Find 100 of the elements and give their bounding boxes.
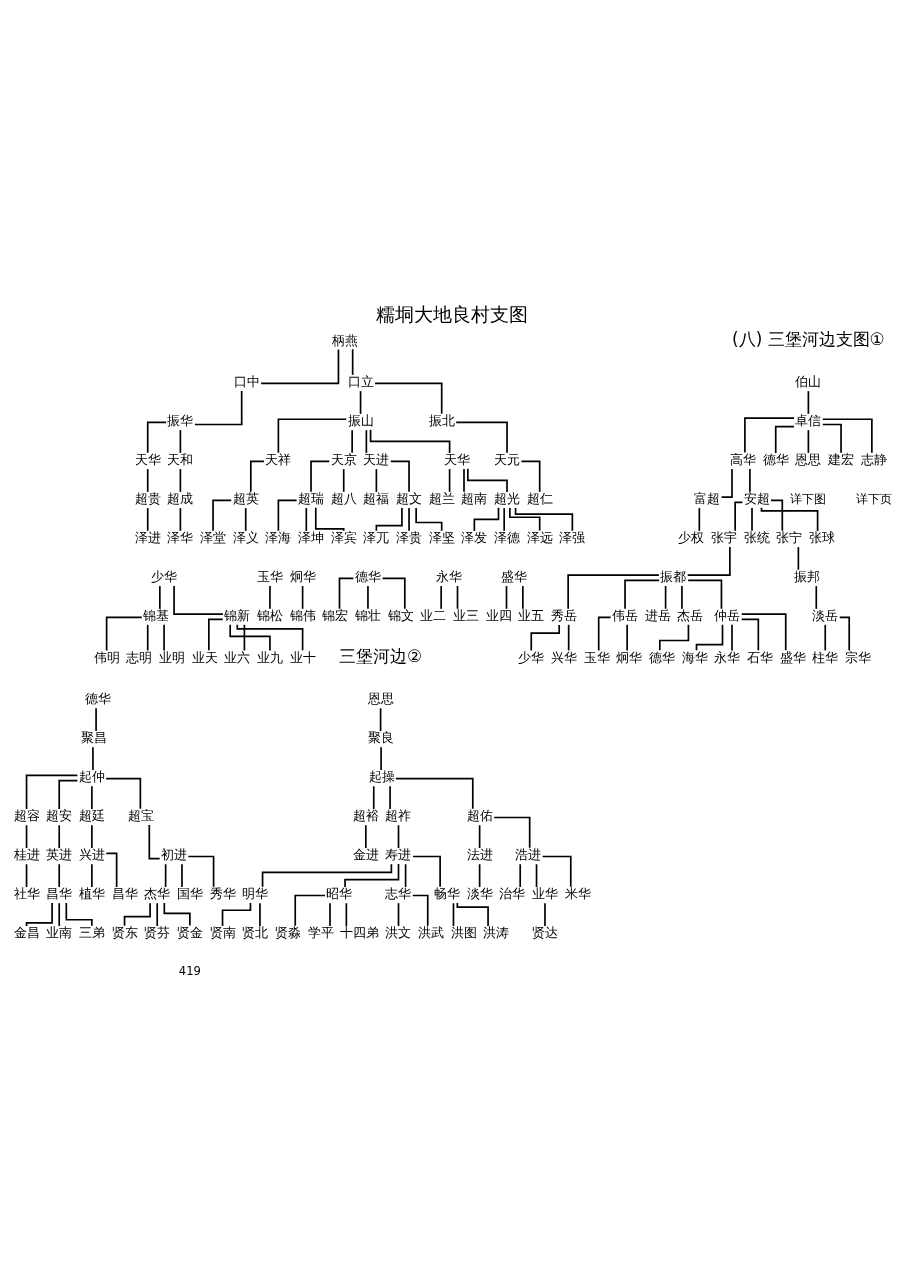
connector <box>105 852 118 888</box>
node-text: 泽兀 <box>363 529 390 545</box>
node-text: 富超 <box>694 490 721 506</box>
node-text: 永华 <box>714 649 741 665</box>
node-text: 张宇 <box>711 529 738 545</box>
node-text: 十四弟 <box>340 924 380 940</box>
connector <box>342 467 345 493</box>
node-text: 锦文 <box>387 607 414 623</box>
node-text: 昌华 <box>111 885 138 901</box>
connector <box>664 584 667 610</box>
node-text: 振北 <box>428 412 455 428</box>
node-text: 少华 <box>518 649 545 665</box>
connector <box>744 416 795 453</box>
connector <box>452 901 455 927</box>
node-text: 业九 <box>256 649 283 665</box>
node-text: 贤达 <box>531 924 558 940</box>
node-text: 泽坤 <box>298 529 325 545</box>
node-text: 洪涛 <box>483 924 510 940</box>
node-text: 泽坚 <box>428 529 455 545</box>
node-text: 学平 <box>307 924 334 940</box>
node-text: 起操 <box>368 768 395 784</box>
connector <box>229 623 271 651</box>
node-text: 泽华 <box>167 529 194 545</box>
connector <box>397 823 400 849</box>
node-text: 泽德 <box>494 529 521 545</box>
node-text: 超宝 <box>128 807 155 823</box>
node-text: 锦宏 <box>322 607 349 623</box>
node-text: 兴进 <box>78 846 105 862</box>
node-text: 志明 <box>126 649 153 665</box>
connector <box>345 901 348 927</box>
node-text: 泽宾 <box>330 529 357 545</box>
node-text: 振都 <box>660 568 687 584</box>
connector <box>105 777 142 810</box>
node-text: 洪文 <box>385 924 412 940</box>
node-text: 明华 <box>242 885 269 901</box>
node-text: 超英 <box>232 490 259 506</box>
connector <box>91 784 93 810</box>
connector <box>695 623 724 651</box>
node-text: 泽义 <box>232 529 259 545</box>
connector <box>58 862 61 888</box>
node-text: 锦壮 <box>354 607 381 623</box>
node-text: 恩思 <box>367 690 394 706</box>
node-text: 超瑞 <box>298 490 325 506</box>
connector <box>389 460 410 493</box>
node-text: 柱华 <box>812 649 839 665</box>
node-text: 贤芬 <box>144 924 171 940</box>
connector <box>821 417 873 454</box>
connector <box>146 421 167 454</box>
node-text: 贤南 <box>209 924 236 940</box>
diagram-title: 糯垌大地良村支图 <box>376 302 529 325</box>
connector <box>249 460 265 493</box>
connector <box>411 894 429 927</box>
node-text: 桂进 <box>13 846 40 862</box>
node-text: 英进 <box>46 846 73 862</box>
node-text: 杰岳 <box>677 607 704 623</box>
connector <box>259 901 261 927</box>
connector <box>824 623 827 651</box>
node-text: 卓信 <box>795 412 822 428</box>
node-text: 炯华 <box>289 568 316 584</box>
node-text: 柄燕 <box>331 332 358 348</box>
node-text: 仲岳 <box>714 607 741 623</box>
node-text: 金进 <box>352 846 379 862</box>
node-text: 天元 <box>494 451 521 467</box>
node-text: 进岳 <box>644 607 671 623</box>
connector <box>448 467 451 493</box>
connector <box>92 745 94 771</box>
connector <box>277 417 348 454</box>
connector <box>148 823 161 859</box>
connector <box>179 506 182 532</box>
connector <box>95 706 97 732</box>
node-text: 天京 <box>330 451 357 467</box>
connector <box>535 862 538 888</box>
node-text: 业二 <box>420 607 447 623</box>
connector <box>105 615 143 651</box>
node-text: 锦伟 <box>289 607 316 623</box>
connector <box>269 584 271 610</box>
connector <box>503 506 506 532</box>
node-text: 泽海 <box>265 529 292 545</box>
connector <box>760 506 819 532</box>
node-text: 兴华 <box>550 649 577 665</box>
node-text: 三弟 <box>78 924 105 940</box>
node-text: 天华 <box>134 451 161 467</box>
connector <box>455 421 508 454</box>
node-text: 宗华 <box>844 649 871 665</box>
node-text: 秀岳 <box>550 607 577 623</box>
label: 三堡河边② <box>339 645 423 666</box>
node-text: 盛华 <box>779 649 806 665</box>
node-text: 起仲 <box>78 768 105 784</box>
connector <box>379 706 382 732</box>
connector <box>261 862 393 888</box>
node-text: 超仁 <box>526 490 553 506</box>
connector <box>412 855 441 888</box>
node-text: 国华 <box>176 885 203 901</box>
node-text: 业华 <box>531 885 558 901</box>
connector <box>751 506 753 532</box>
node-text: 少华 <box>150 568 177 584</box>
node-text: 志静 <box>860 451 887 467</box>
node-text: 振邦 <box>794 568 821 584</box>
node-text: 泽堂 <box>200 529 227 545</box>
connector <box>770 499 784 531</box>
